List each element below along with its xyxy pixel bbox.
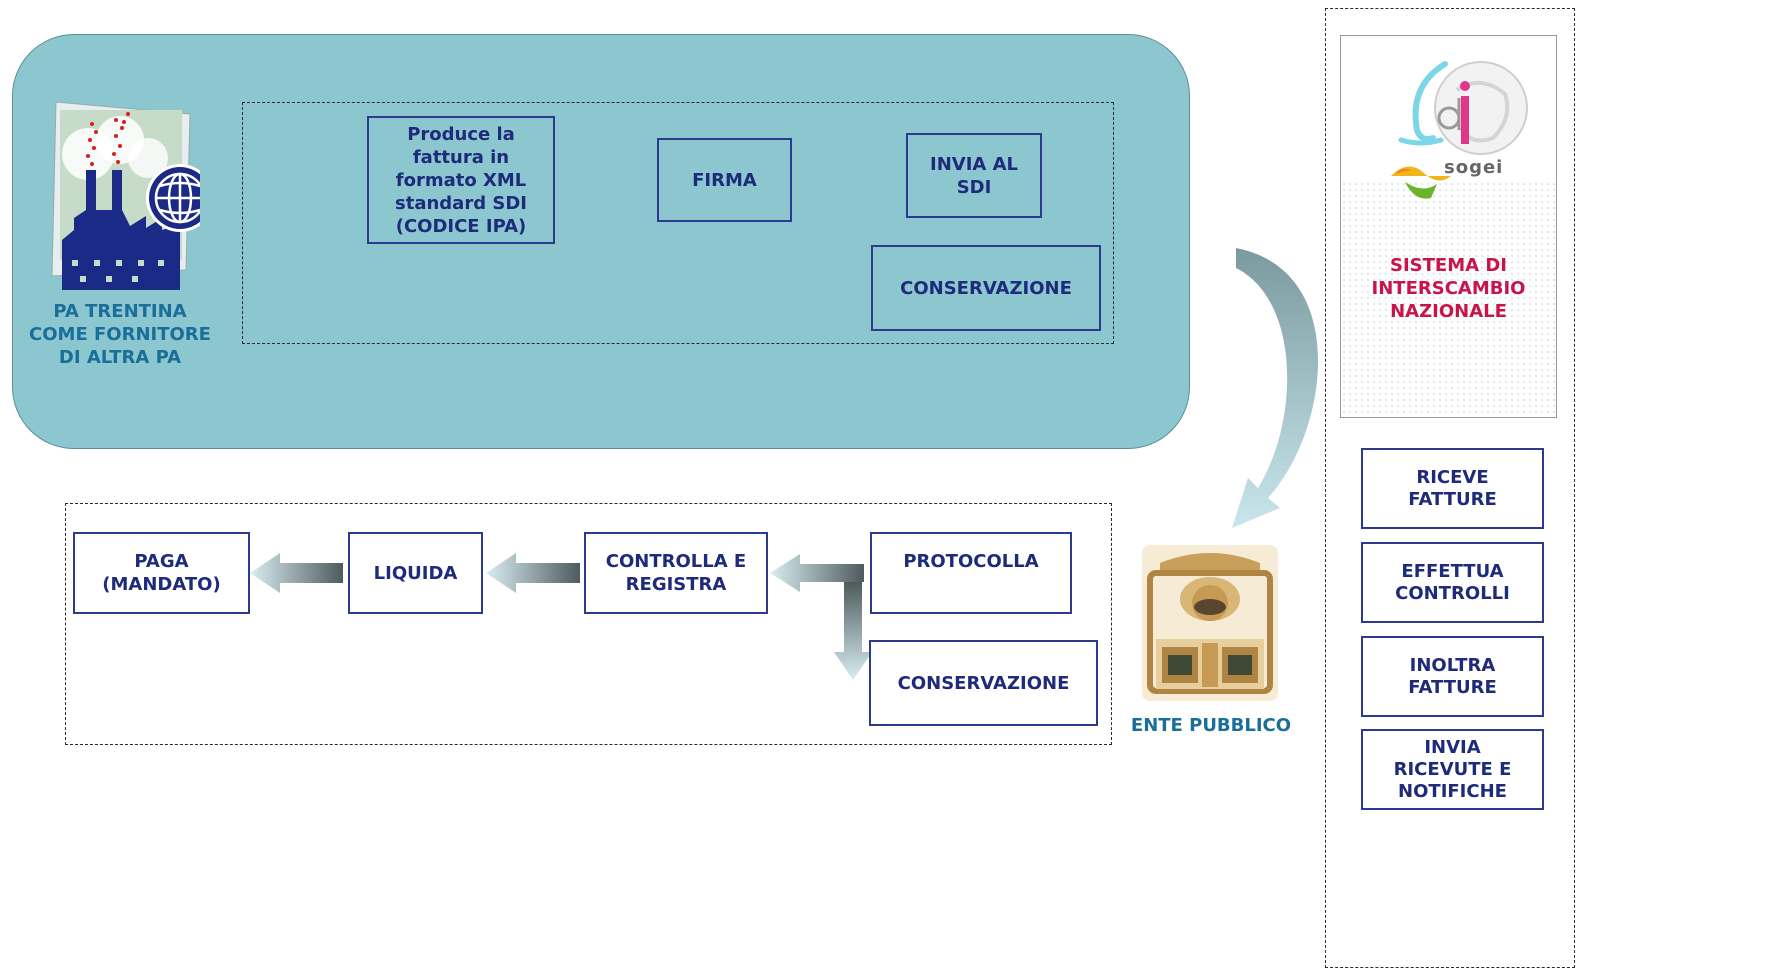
invia-sdi-box: INVIA AL SDI bbox=[906, 133, 1042, 218]
sdi-step-riceve: RICEVE FATTURE bbox=[1361, 448, 1544, 529]
produce-invoice-box: Produce la fattura in formato XML standa… bbox=[367, 116, 555, 244]
liquida-box: LIQUIDA bbox=[348, 532, 483, 614]
supplier-panel bbox=[12, 34, 1190, 449]
sdi-logo-icon bbox=[1391, 61, 1528, 199]
lower-process-area bbox=[65, 503, 1112, 745]
arrow-liquida-to-paga bbox=[250, 553, 343, 593]
firma-box: FIRMA bbox=[657, 138, 792, 222]
controlla-registra-box: CONTROLLA E REGISTRA bbox=[584, 532, 768, 614]
sdi-card: sogei SISTEMA DI INTERSCAMBIO NAZIONALE bbox=[1340, 35, 1557, 418]
lower-conservazione-box: CONSERVAZIONE bbox=[869, 640, 1098, 726]
curve-to-ente bbox=[1232, 248, 1319, 528]
arrow-controlla-to-liquida bbox=[486, 553, 580, 593]
sdi-step-controlli: EFFETTUA CONTROLLI bbox=[1361, 542, 1544, 623]
paga-box: PAGA (MANDATO) bbox=[73, 532, 250, 614]
sdi-step-ricevute: INVIA RICEVUTE E NOTIFICHE bbox=[1361, 729, 1544, 810]
building-emblem-icon bbox=[1142, 545, 1278, 701]
upper-conservazione-box: CONSERVAZIONE bbox=[871, 245, 1101, 331]
sdi-card-pattern bbox=[1341, 181, 1556, 417]
sdi-label: SISTEMA DI INTERSCAMBIO NAZIONALE bbox=[1371, 255, 1526, 322]
ente-label: ENTE PUBBLICO bbox=[1130, 715, 1292, 736]
factory-globe-icon bbox=[51, 101, 200, 290]
arrow-protocolla-to-controlla bbox=[770, 554, 864, 592]
sdi-step-inoltra: INOLTRA FATTURE bbox=[1361, 636, 1544, 717]
arrow-protocolla-to-conservazione bbox=[834, 582, 872, 680]
sogei-logo-text: sogei bbox=[1444, 157, 1504, 178]
upper-process-area bbox=[242, 102, 1114, 344]
protocolla-box: PROTOCOLLA bbox=[870, 532, 1072, 614]
supplier-label: PA TRENTINA COME FORNITORE DI ALTRA PA bbox=[29, 301, 211, 368]
